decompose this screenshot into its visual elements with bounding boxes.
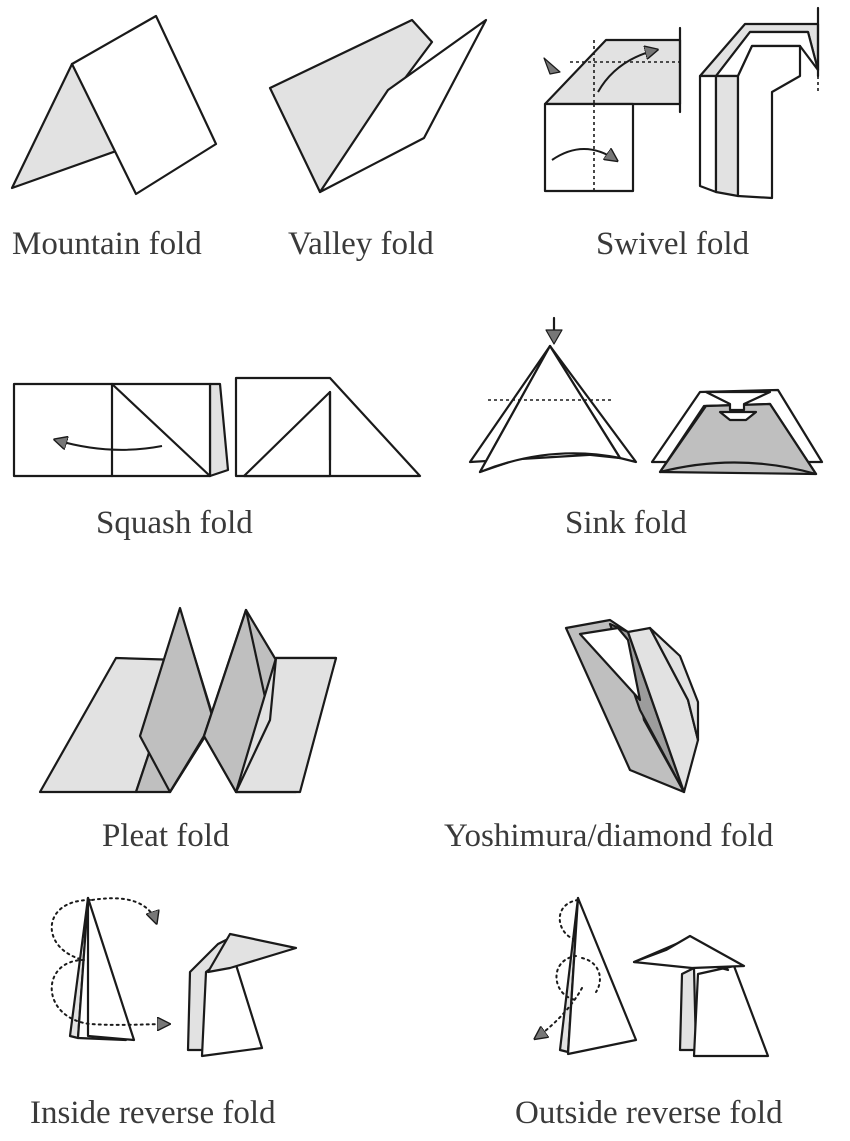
- outside-reverse-fold-label: Outside reverse fold: [515, 1095, 783, 1131]
- outside-reverse-fold-diagram: [536, 896, 770, 1058]
- pleat-fold-label: Pleat fold: [102, 818, 230, 854]
- inside-reverse-fold-label: Inside reverse fold: [30, 1095, 276, 1131]
- squash-fold-label: Squash fold: [96, 505, 253, 541]
- yoshimura-fold-label: Yoshimura/diamond fold: [444, 818, 774, 854]
- valley-fold-label: Valley fold: [288, 226, 434, 262]
- swivel-fold-diagram: [543, 6, 820, 200]
- squash-fold-diagram: [12, 376, 422, 478]
- sink-fold-label: Sink fold: [565, 505, 687, 541]
- inside-reverse-fold-diagram: [50, 896, 298, 1058]
- yoshimura-fold-diagram: [564, 618, 700, 794]
- pleat-fold-diagram: [38, 606, 338, 794]
- mountain-fold-label: Mountain fold: [12, 226, 202, 262]
- sink-fold-diagram: [468, 316, 824, 476]
- mountain-fold-diagram: [10, 14, 218, 196]
- swivel-fold-label: Swivel fold: [596, 226, 750, 262]
- valley-fold-diagram: [268, 18, 488, 194]
